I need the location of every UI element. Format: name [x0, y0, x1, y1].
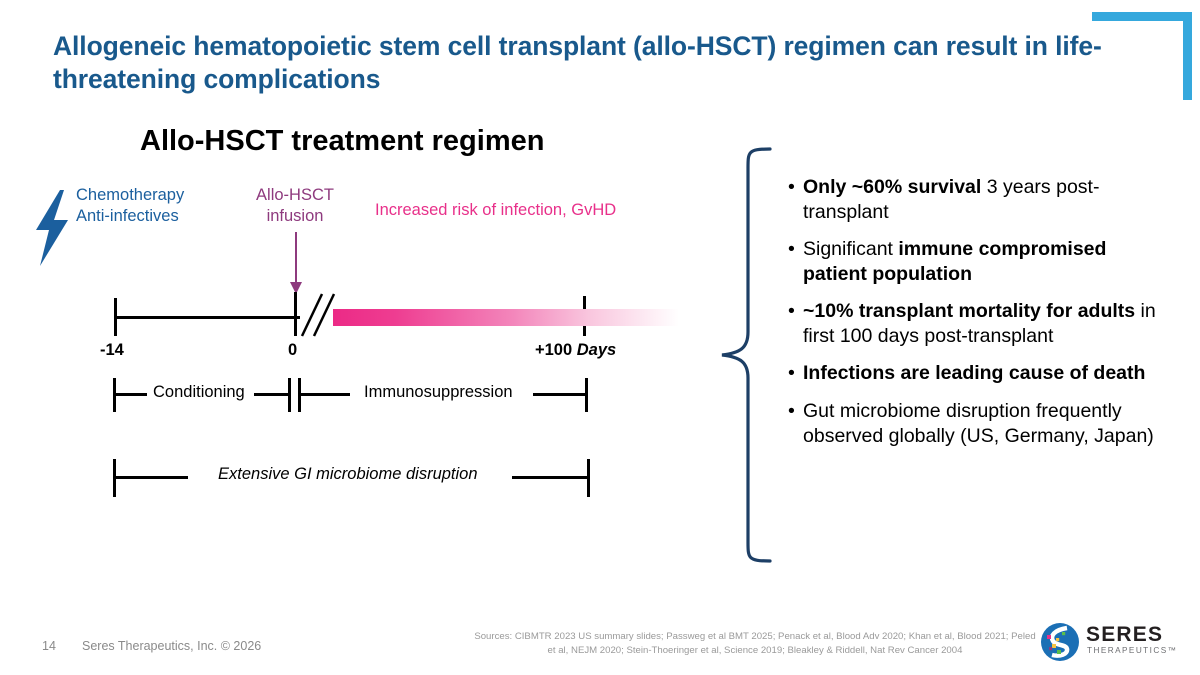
chemo-line-2: Anti-infectives — [76, 206, 179, 225]
list-item: • Infections are leading cause of death — [788, 361, 1160, 386]
axis-label-days-unit: Days — [576, 341, 617, 359]
lightning-bolt-icon — [30, 190, 74, 266]
list-item: • Only ~60% survival 3 years post-transpl… — [788, 175, 1160, 224]
page-title: Allogeneic hematopoietic stem cell trans… — [53, 31, 1102, 94]
axis-label-minus-14: -14 — [100, 341, 124, 359]
emphasis-text: immune compromised patient population — [803, 238, 1107, 285]
bracket-bar-left — [298, 393, 350, 396]
bracket-bar-left — [113, 393, 147, 396]
emphasis-text: ~10% transplant mortality for adults — [803, 300, 1136, 323]
chemotherapy-label: Chemotherapy Anti-infectives — [76, 185, 184, 226]
list-item-text: Infections are leading cause of death — [803, 361, 1160, 386]
phase-bracket-gi-disruption: Extensive GI microbiome disruption — [113, 459, 590, 497]
bullet-dot-icon: • — [788, 300, 795, 323]
seres-logo-mark-icon — [1041, 623, 1079, 661]
list-item: • Gut microbiome disruption frequently ob… — [788, 399, 1160, 448]
bullet-dot-icon: • — [788, 399, 795, 422]
infection-risk-label: Increased risk of infection, GvHD — [375, 201, 617, 219]
sources-citation: Sources: CIBMTR 2023 US summary slides; … — [474, 631, 1036, 657]
plain-text: Gut microbiome disruption frequently obs… — [803, 399, 1154, 447]
emphasis-text: Infections are leading cause of death — [803, 362, 1146, 385]
corner-accent-decoration — [1092, 12, 1192, 100]
page-number: 14 — [42, 639, 56, 653]
copyright-notice: Seres Therapeutics, Inc. © 2026 — [82, 639, 262, 653]
chemo-line-1: Chemotherapy — [76, 186, 185, 204]
infusion-line-2: infusion — [266, 206, 324, 225]
axis-label-plus-100: +100 Days — [535, 341, 616, 360]
bullet-dot-icon: • — [788, 362, 795, 385]
bracket-bar-right — [533, 393, 585, 396]
treatment-regimen-diagram: Allo-HSCT treatment regimen Chemotherapy… — [0, 0, 700, 560]
bracket-cap-right — [585, 378, 588, 412]
diagram-heading: Allo-HSCT treatment regimen — [140, 125, 545, 157]
list-item: • ~10% transplant mortality for adults in… — [788, 299, 1160, 348]
phase-label-conditioning: Conditioning — [153, 383, 245, 401]
plain-text: Significant — [803, 238, 899, 261]
phase-label-gi-disruption: Extensive GI microbiome disruption — [218, 465, 478, 483]
bracket-bar-right — [512, 476, 587, 479]
list-item-text: Only ~60% survival 3 years post-transpla… — [803, 175, 1160, 224]
tick-day-0 — [294, 292, 297, 336]
timeline-axis — [115, 316, 300, 319]
phase-bracket-conditioning: Conditioning — [113, 378, 291, 412]
bullet-dot-icon: • — [788, 238, 795, 261]
list-item-text: Significant immune compromised patient p… — [803, 237, 1160, 286]
down-arrow-icon — [290, 232, 302, 294]
bullet-dot-icon: • — [788, 176, 795, 198]
accent-horizontal-bar — [1092, 12, 1192, 21]
list-item-text: ~10% transplant mortality for adults in … — [803, 299, 1160, 348]
curly-brace-icon — [721, 147, 772, 563]
list-item-text: Gut microbiome disruption frequently obs… — [803, 399, 1160, 448]
seres-logo: SERES THERAPEUTICS™ — [1040, 620, 1190, 664]
axis-break-icon — [300, 293, 336, 337]
phase-label-immunosuppression: Immunosuppression — [364, 383, 513, 401]
axis-label-zero: 0 — [288, 341, 298, 359]
bracket-cap-right — [288, 378, 291, 412]
emphasis-text: Only ~60% survival — [803, 176, 982, 198]
seres-logo-wordmark: SERES — [1086, 623, 1164, 646]
infusion-label: Allo-HSCT infusion — [250, 185, 340, 226]
infusion-line-1: Allo-HSCT — [256, 186, 334, 204]
bracket-bar-right — [254, 393, 288, 396]
axis-label-plus-100-value: +100 — [535, 341, 573, 359]
list-item: • Significant immune compromised patient … — [788, 237, 1160, 286]
plain-text: 3 years post-transplant — [803, 176, 1100, 223]
key-points-list: • Only ~60% survival 3 years post-transpl… — [788, 175, 1160, 461]
plain-text: in first 100 days post-transplant — [803, 300, 1156, 347]
bracket-bar-left — [113, 476, 188, 479]
infection-risk-gradient-bar — [333, 309, 679, 326]
accent-vertical-bar — [1183, 12, 1192, 100]
bracket-cap-right — [587, 459, 590, 497]
phase-bracket-immunosuppression: Immunosuppression — [298, 378, 588, 412]
seres-logo-tagline: THERAPEUTICS™ — [1087, 646, 1178, 655]
tick-day-minus-14 — [114, 298, 117, 336]
